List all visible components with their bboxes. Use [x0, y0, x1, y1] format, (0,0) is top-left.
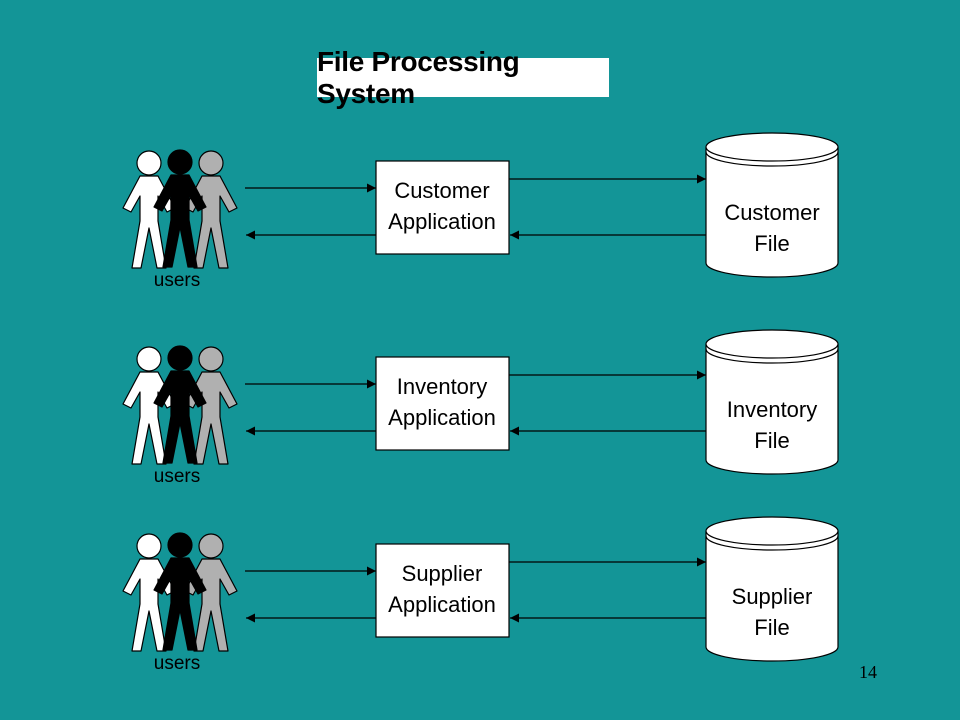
- application-box: [375, 160, 510, 255]
- user-figure-dark: [153, 345, 207, 464]
- application-box: [375, 543, 510, 638]
- file-label-line1: Supplier: [732, 584, 813, 609]
- application-label-line2: Application: [388, 592, 496, 617]
- application-label-line2: Application: [388, 209, 496, 234]
- page-number: 14: [859, 662, 877, 682]
- cylinder-rim: [705, 348, 839, 364]
- user-figure-dark: [153, 532, 207, 651]
- users-group-icon: [122, 149, 238, 269]
- application-box: [375, 356, 510, 451]
- users-label: users: [154, 270, 200, 291]
- file-label-line2: File: [754, 615, 789, 640]
- file-label-line2: File: [754, 428, 789, 453]
- cylinder-top: [705, 516, 839, 546]
- database-cylinder-icon: [705, 132, 839, 278]
- user-figure-dark: [153, 149, 207, 268]
- file-label-line1: Customer: [724, 200, 819, 225]
- application-label-line2: Application: [388, 405, 496, 430]
- application-label-line1: Supplier: [402, 561, 483, 586]
- cylinder-body: [705, 344, 839, 475]
- cylinder-rim: [705, 535, 839, 551]
- application-label-line1: Customer: [394, 178, 489, 203]
- cylinder-top: [705, 329, 839, 359]
- database-cylinder-icon: [705, 516, 839, 662]
- cylinder-body: [705, 147, 839, 278]
- cylinder-top: [705, 132, 839, 162]
- application-label-line1: Inventory: [397, 374, 488, 399]
- users-group-icon: [122, 532, 238, 652]
- database-cylinder-icon: [705, 329, 839, 475]
- cylinder-rim: [705, 151, 839, 167]
- file-label-line2: File: [754, 231, 789, 256]
- users-group-icon: [122, 345, 238, 465]
- file-label-line1: Inventory: [727, 397, 818, 422]
- users-label: users: [154, 653, 200, 674]
- cylinder-body: [705, 531, 839, 662]
- users-label: users: [154, 466, 200, 487]
